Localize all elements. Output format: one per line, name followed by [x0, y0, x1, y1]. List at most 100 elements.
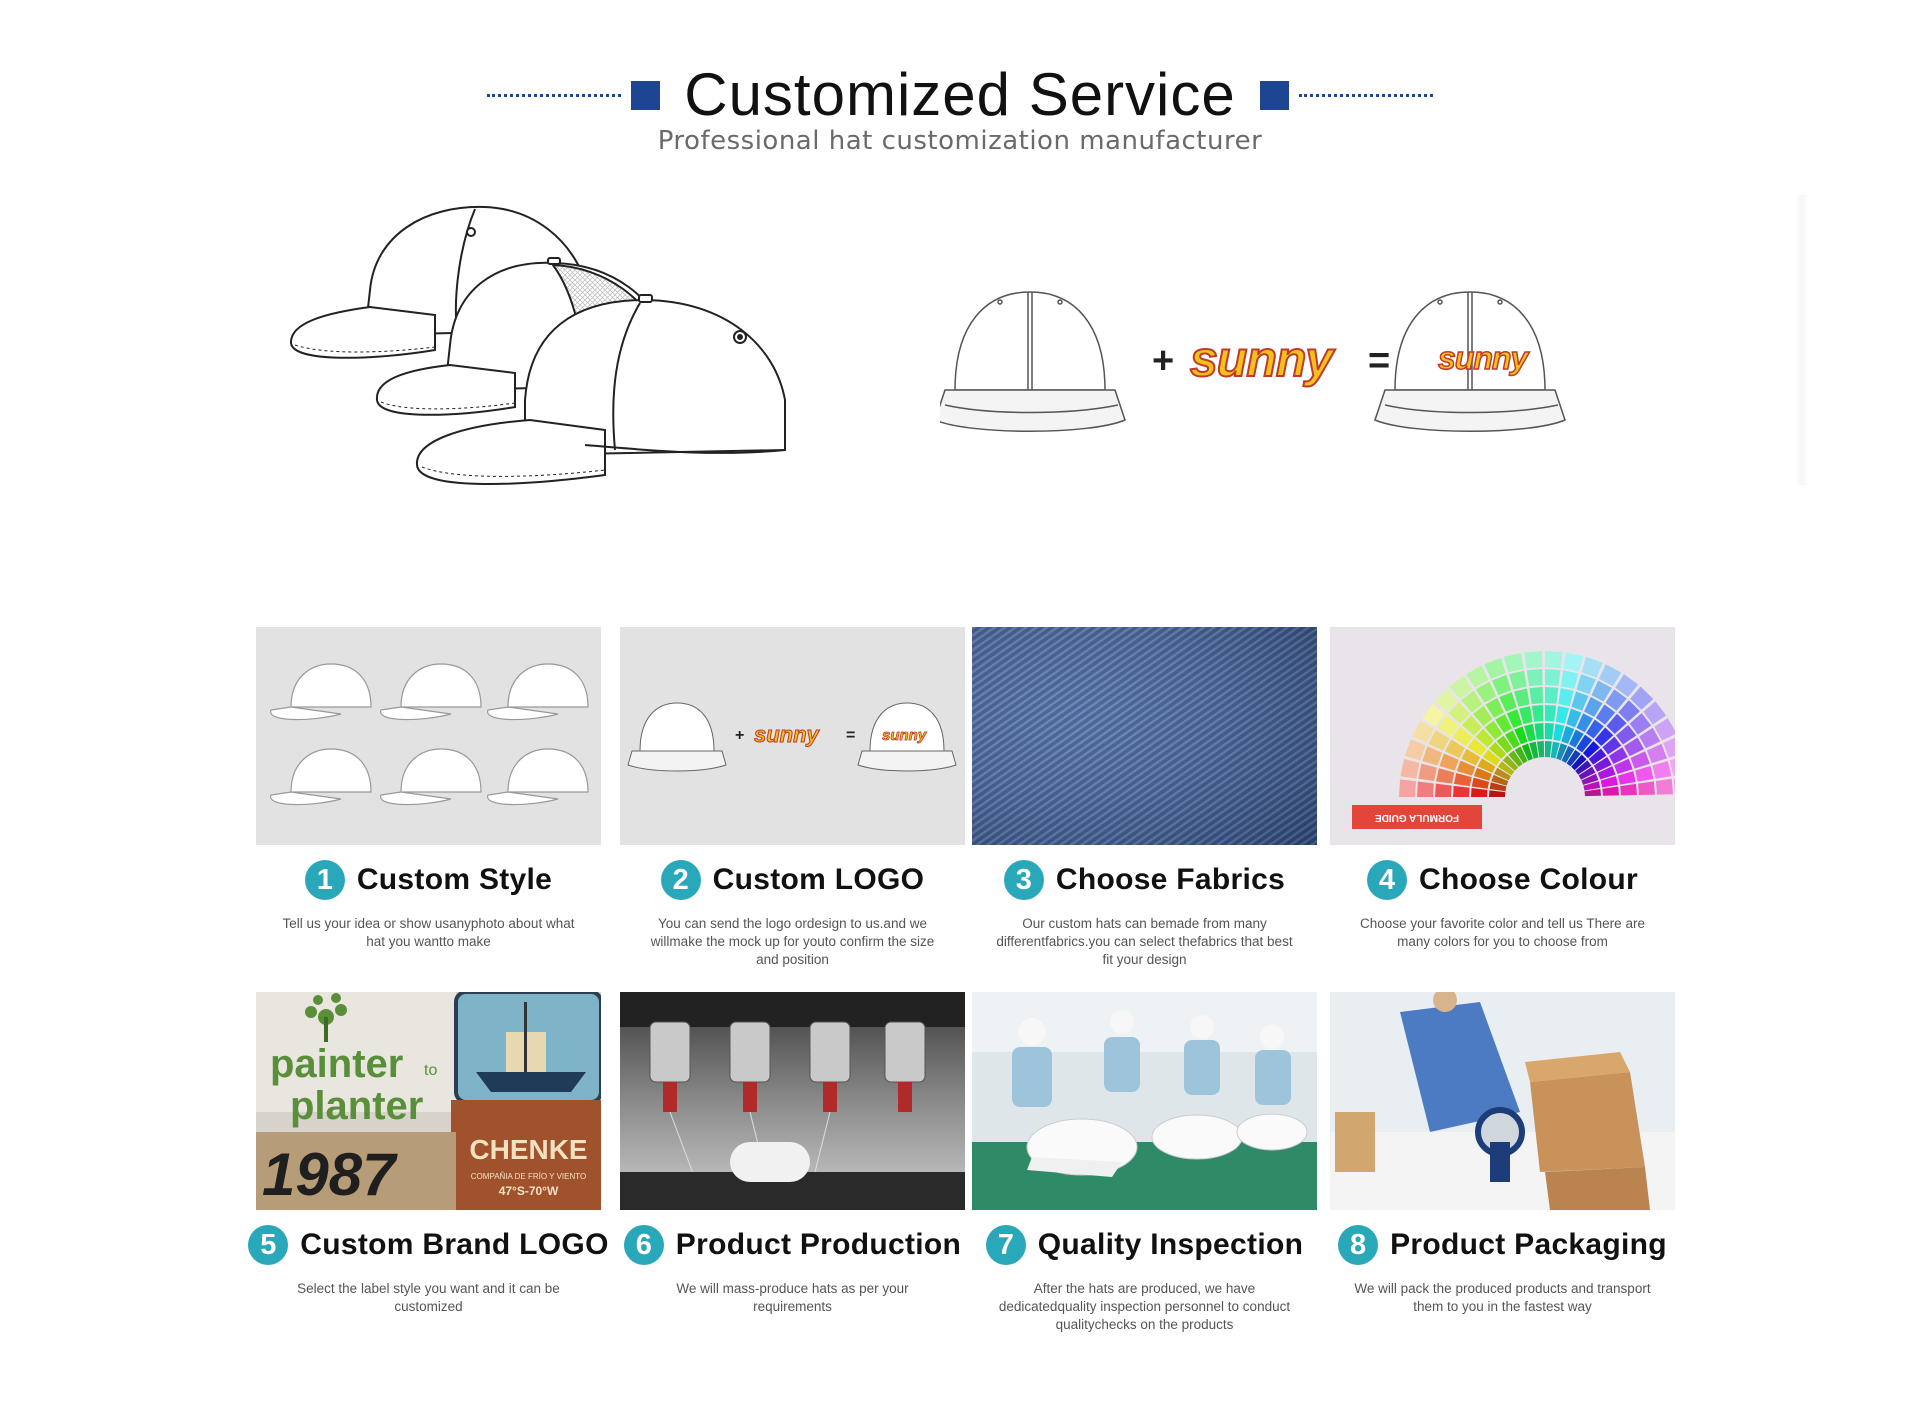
color-swatch — [1453, 785, 1470, 797]
color-swatch — [1599, 664, 1622, 687]
color-swatch — [1545, 687, 1559, 704]
color-swatch — [1435, 783, 1452, 797]
color-swatch — [1449, 675, 1473, 699]
color-swatch — [1560, 670, 1579, 689]
step-description: Select the label style you want and it c… — [256, 1280, 601, 1316]
sunny-logo-on-cap: sunny — [1437, 339, 1529, 377]
color-swatch — [1444, 739, 1465, 758]
color-swatch — [1545, 705, 1557, 722]
step-number-badge: 4 — [1367, 860, 1408, 900]
step-number-badge: 1 — [304, 860, 345, 900]
color-swatch — [1646, 743, 1668, 764]
step-title: Quality Inspection — [1037, 1228, 1304, 1261]
color-swatch — [1594, 727, 1614, 747]
color-swatch — [1591, 680, 1612, 702]
color-swatch — [1581, 656, 1603, 678]
color-swatch — [1491, 774, 1509, 786]
color-swatch — [1484, 657, 1506, 679]
step-description-line: Tell us your idea or show usanyphoto abo… — [282, 916, 575, 931]
color-swatch — [1482, 749, 1501, 766]
color-swatch — [1576, 674, 1596, 695]
color-swatch — [1439, 753, 1459, 771]
color-swatch — [1503, 652, 1524, 673]
color-swatch — [1617, 771, 1636, 785]
equals-sign: = — [846, 727, 856, 744]
color-swatch — [1497, 761, 1515, 776]
color-swatch — [1586, 719, 1604, 739]
color-swatch — [1534, 723, 1544, 740]
color-swatch — [1452, 726, 1473, 747]
color-swatch — [1519, 706, 1533, 725]
color-swatch — [1606, 713, 1627, 734]
step-description: Our custom hats can bemade from many dif… — [972, 915, 1317, 969]
color-swatch — [1576, 713, 1594, 733]
color-swatch — [1496, 735, 1513, 754]
color-swatch — [1576, 734, 1593, 753]
color-swatch — [1489, 782, 1507, 792]
step-heading: 7 Quality Inspection — [952, 1220, 1337, 1270]
color-swatch — [1583, 781, 1601, 791]
step-description: You can send the logo ordesign to us.and… — [620, 915, 965, 969]
color-swatch — [1494, 767, 1511, 781]
color-swatch — [1404, 739, 1426, 761]
color-swatch — [1537, 741, 1545, 758]
color-swatch — [1491, 674, 1512, 696]
color-swatch — [1477, 758, 1496, 773]
patch-text-to: to — [424, 1062, 438, 1079]
color-swatch — [1600, 776, 1619, 788]
color-swatch — [1566, 708, 1582, 728]
step-description-line: requirements — [753, 1299, 832, 1314]
color-swatch — [1618, 700, 1640, 722]
color-swatch — [1602, 736, 1622, 755]
color-swatch — [1545, 669, 1561, 686]
color-swatch — [1575, 760, 1592, 775]
patch-text-leather: CHENKE — [469, 1134, 588, 1165]
step-title: Choose Colour — [1419, 863, 1638, 896]
plus-sign: + — [735, 727, 745, 744]
color-swatch — [1514, 688, 1530, 707]
color-swatch — [1499, 692, 1517, 712]
step-description: Choose your favorite color and tell us T… — [1330, 915, 1675, 951]
step-number-badge: 3 — [1003, 860, 1044, 900]
section-title-row: Customized Service — [0, 55, 1920, 135]
step-title: Choose Fabrics — [1055, 863, 1286, 896]
color-swatch — [1545, 723, 1554, 740]
color-swatch — [1652, 760, 1672, 779]
color-swatch — [1418, 763, 1437, 782]
color-swatch — [1581, 773, 1599, 785]
color-swatch — [1529, 741, 1539, 759]
color-swatch — [1605, 689, 1627, 711]
denim-fabric-image — [972, 627, 1317, 845]
color-swatch — [1595, 704, 1616, 725]
color-swatch — [1437, 715, 1459, 737]
inspection-line-image — [972, 992, 1317, 1210]
color-swatch — [1578, 766, 1596, 780]
color-swatch — [1654, 718, 1675, 741]
color-swatch — [1545, 741, 1552, 758]
color-swatch — [1489, 742, 1507, 760]
color-swatch — [1456, 760, 1476, 776]
color-swatch — [1399, 779, 1416, 797]
color-swatch — [1508, 750, 1523, 767]
patch-text-painter: painter — [270, 1042, 404, 1086]
color-swatch — [1571, 691, 1589, 711]
color-swatch — [1436, 768, 1455, 784]
color-swatch — [1558, 688, 1574, 707]
step-description: We will mass-produce hats as per your re… — [620, 1280, 965, 1316]
patch-text-leather-sub: COMPAÑIA DE FRÍO Y VIENTO — [470, 1172, 587, 1181]
sunny-logo: sunny — [754, 722, 820, 748]
step-description-line: After the hats are produced, we have — [1033, 1281, 1256, 1296]
hero-cap-sketches — [285, 195, 860, 495]
plus-sign: + — [1152, 340, 1175, 382]
step-description-line: Select the label style you want and it c… — [297, 1281, 560, 1296]
color-swatch — [1484, 720, 1503, 740]
step-title: Custom LOGO — [712, 863, 925, 896]
color-swatch — [1412, 720, 1435, 743]
step-heading: 6 Product Production — [600, 1220, 985, 1270]
color-swatch — [1461, 748, 1481, 766]
page-subtitle: Professional hat customization manufactu… — [657, 126, 1263, 156]
color-swatch — [1616, 724, 1637, 745]
step-heading: 4 Choose Colour — [1310, 855, 1695, 905]
step-description-line: dedicatedquality inspection personnel to… — [998, 1299, 1291, 1314]
color-swatch — [1417, 781, 1434, 797]
